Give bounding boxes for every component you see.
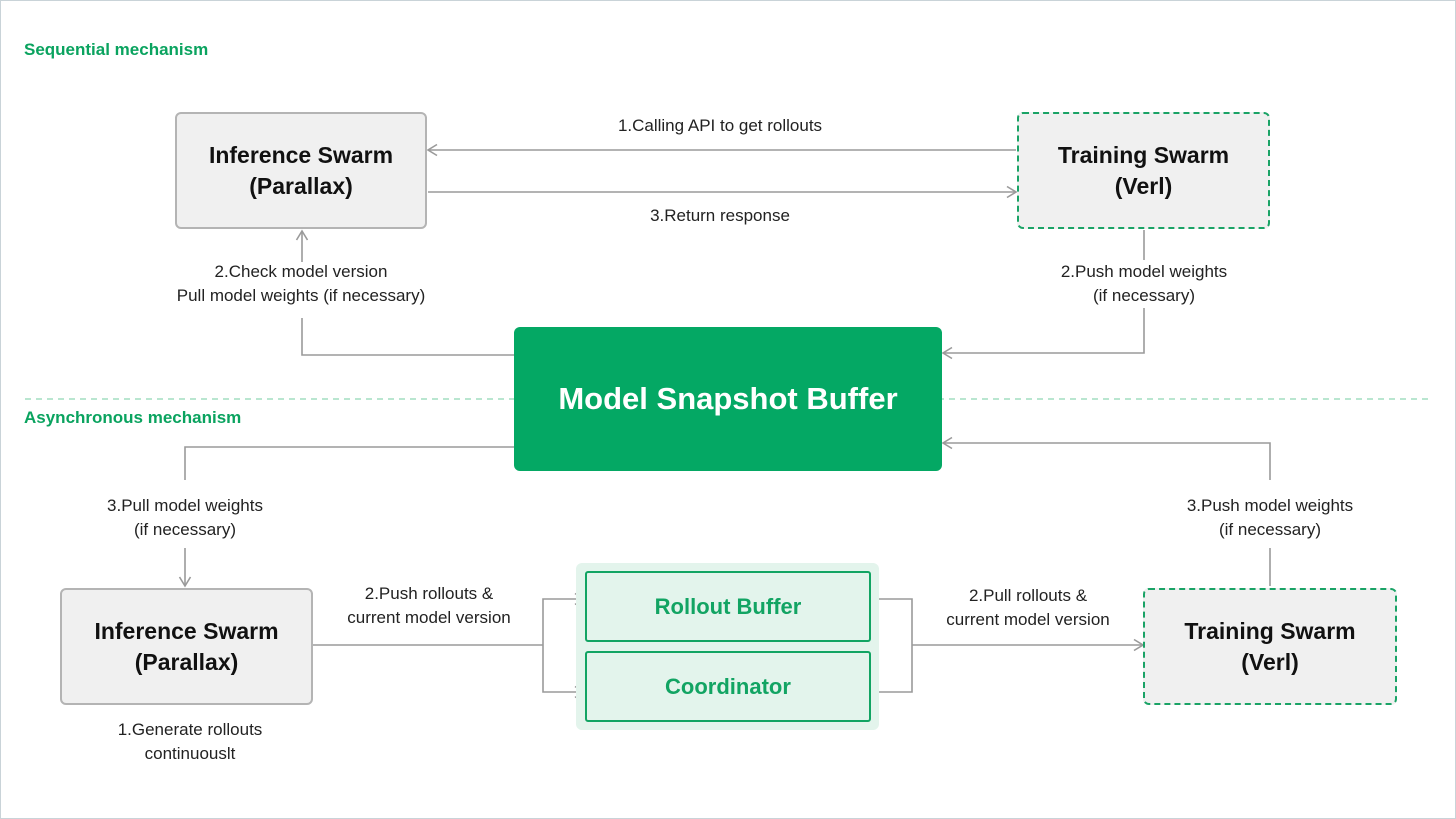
arrow-pull-weights-async <box>184 446 514 480</box>
async-step2-push-line1: 2.Push rollouts & <box>364 584 494 603</box>
section-title-asynchronous: Asynchronous mechanism <box>24 408 242 427</box>
model-snapshot-buffer-label: Model Snapshot Buffer <box>558 381 898 416</box>
async-step3-push-label: 3.Push model weights (if necessary) <box>1160 494 1380 542</box>
model-snapshot-buffer-box: Model Snapshot Buffer <box>514 327 942 471</box>
seq-inference-subtitle: (Parallax) <box>249 172 353 199</box>
seq-training-title: Training Swarm <box>1057 141 1230 168</box>
seq-step2-left-line1: 2.Check model version <box>214 262 388 281</box>
async-step3-push-line2: (if necessary) <box>1218 520 1322 539</box>
seq-step2-right-line2: (if necessary) <box>1092 286 1196 305</box>
async-inference-swarm-box: Inference Swarm (Parallax) <box>60 588 313 705</box>
rollout-buffer-label: Rollout Buffer <box>654 594 802 619</box>
seq-step2-left-label: 2.Check model version Pull model weights… <box>150 260 452 308</box>
coordinator-label: Coordinator <box>665 674 791 699</box>
async-step3-pull-line2: (if necessary) <box>133 520 237 539</box>
seq-training-subtitle: (Verl) <box>1114 172 1173 199</box>
async-training-title: Training Swarm <box>1184 617 1356 644</box>
seq-inference-title: Inference Swarm <box>208 141 394 168</box>
arrow-pull-weights-seq <box>301 318 514 356</box>
async-step1-line1: 1.Generate rollouts <box>117 720 263 739</box>
seq-step2-right-label: 2.Push model weights (if necessary) <box>1034 260 1254 308</box>
async-step2-pull-label: 2.Pull rollouts & current model version <box>924 584 1132 632</box>
seq-training-swarm-box: Training Swarm (Verl) <box>1017 112 1270 229</box>
async-step2-push-label: 2.Push rollouts & current model version <box>325 582 533 630</box>
rollout-buffer-box: Rollout Buffer <box>585 571 871 642</box>
seq-step2-left-line2: Pull model weights (if necessary) <box>176 286 426 305</box>
async-step3-pull-label: 3.Pull model weights (if necessary) <box>75 494 295 542</box>
async-inference-subtitle: (Parallax) <box>134 648 239 675</box>
async-step1-label: 1.Generate rollouts continuouslt <box>80 718 300 766</box>
async-inference-title: Inference Swarm <box>94 617 279 644</box>
async-training-swarm-box: Training Swarm (Verl) <box>1143 588 1397 705</box>
async-step1-line2: continuouslt <box>144 744 236 763</box>
seq-step2-right-line1: 2.Push model weights <box>1060 262 1228 281</box>
async-step2-pull-line2: current model version <box>946 610 1110 629</box>
async-step3-push-line1: 3.Push model weights <box>1186 496 1354 515</box>
section-title-sequential: Sequential mechanism <box>24 40 209 59</box>
async-step3-pull-line1: 3.Pull model weights <box>107 496 263 515</box>
seq-inference-swarm-box: Inference Swarm (Parallax) <box>175 112 427 229</box>
async-step2-push-line2: current model version <box>347 608 511 627</box>
seq-step1-label: 1.Calling API to get rollouts <box>617 116 823 135</box>
async-step2-pull-line1: 2.Pull rollouts & <box>968 586 1088 605</box>
seq-step3-label: 3.Return response <box>650 206 790 225</box>
async-training-subtitle: (Verl) <box>1241 648 1299 675</box>
coordinator-box: Coordinator <box>585 651 871 722</box>
